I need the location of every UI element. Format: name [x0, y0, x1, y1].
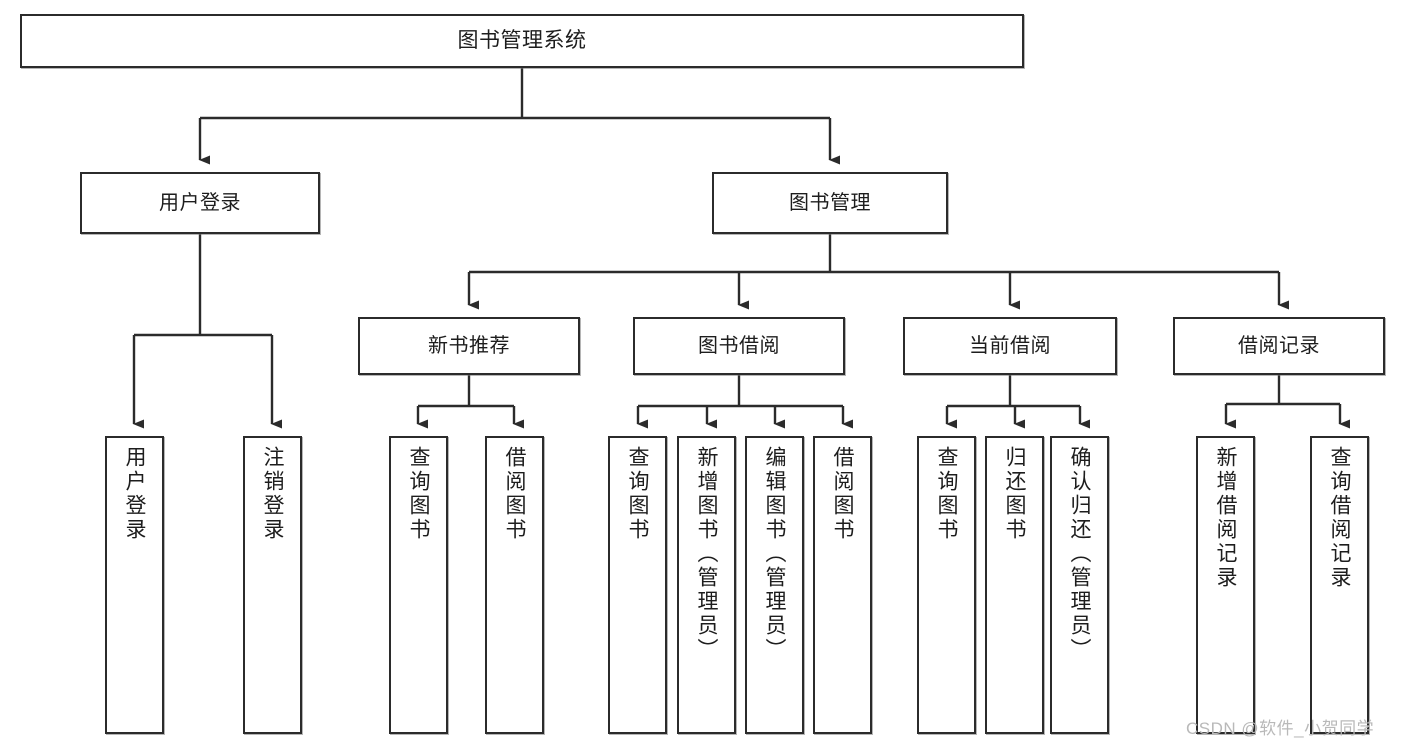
node-label: 注销登录 — [261, 446, 284, 542]
node-label: 编辑图书（管理员） — [763, 446, 786, 662]
node-label: 新增借阅记录 — [1214, 446, 1237, 590]
node-label: 新增图书（管理员） — [695, 446, 718, 662]
node-borrow-record[interactable]: 借阅记录 — [1173, 317, 1385, 375]
leaf-newbook-borrow-book[interactable]: 借阅图书 — [485, 436, 544, 734]
node-label: 归还图书 — [1003, 446, 1026, 542]
leaf-user-login[interactable]: 用户登录 — [105, 436, 164, 734]
node-label: 借阅图书 — [831, 446, 854, 542]
node-label: 图书借阅 — [698, 334, 780, 357]
leaf-borrow-edit-book-admin[interactable]: 编辑图书（管理员） — [745, 436, 804, 734]
csdn-watermark: CSDN @软件_小贺同学 — [1186, 719, 1375, 738]
node-label: 查询图书 — [935, 446, 958, 542]
node-label: 确认归还（管理员） — [1068, 446, 1091, 662]
node-label: 查询图书 — [626, 446, 649, 542]
leaf-borrow-borrow-book[interactable]: 借阅图书 — [813, 436, 872, 734]
node-current-borrow[interactable]: 当前借阅 — [903, 317, 1117, 375]
node-root-system[interactable]: 图书管理系统 — [20, 14, 1024, 68]
node-label: 用户登录 — [159, 191, 241, 214]
node-label: 新书推荐 — [428, 334, 510, 357]
node-label: 查询借阅记录 — [1328, 446, 1351, 590]
node-label: 查询图书 — [407, 446, 430, 542]
leaf-current-confirm-return-admin[interactable]: 确认归还（管理员） — [1050, 436, 1109, 734]
leaf-borrow-add-book-admin[interactable]: 新增图书（管理员） — [677, 436, 736, 734]
node-label: 当前借阅 — [969, 334, 1051, 357]
node-new-book-recommend[interactable]: 新书推荐 — [358, 317, 580, 375]
node-label: 借阅记录 — [1238, 334, 1320, 357]
leaf-current-query-book[interactable]: 查询图书 — [917, 436, 976, 734]
node-user-login[interactable]: 用户登录 — [80, 172, 320, 234]
leaf-newbook-query-book[interactable]: 查询图书 — [389, 436, 448, 734]
node-label: 图书管理 — [789, 191, 871, 214]
node-book-management[interactable]: 图书管理 — [712, 172, 948, 234]
node-label: 借阅图书 — [503, 446, 526, 542]
node-label: 用户登录 — [123, 446, 146, 542]
leaf-record-query-record[interactable]: 查询借阅记录 — [1310, 436, 1369, 734]
node-label: 图书管理系统 — [457, 29, 587, 53]
leaf-record-add-record[interactable]: 新增借阅记录 — [1196, 436, 1255, 734]
leaf-current-return-book[interactable]: 归还图书 — [985, 436, 1044, 734]
leaf-logout[interactable]: 注销登录 — [243, 436, 302, 734]
node-book-borrow[interactable]: 图书借阅 — [633, 317, 845, 375]
leaf-borrow-query-book[interactable]: 查询图书 — [608, 436, 667, 734]
